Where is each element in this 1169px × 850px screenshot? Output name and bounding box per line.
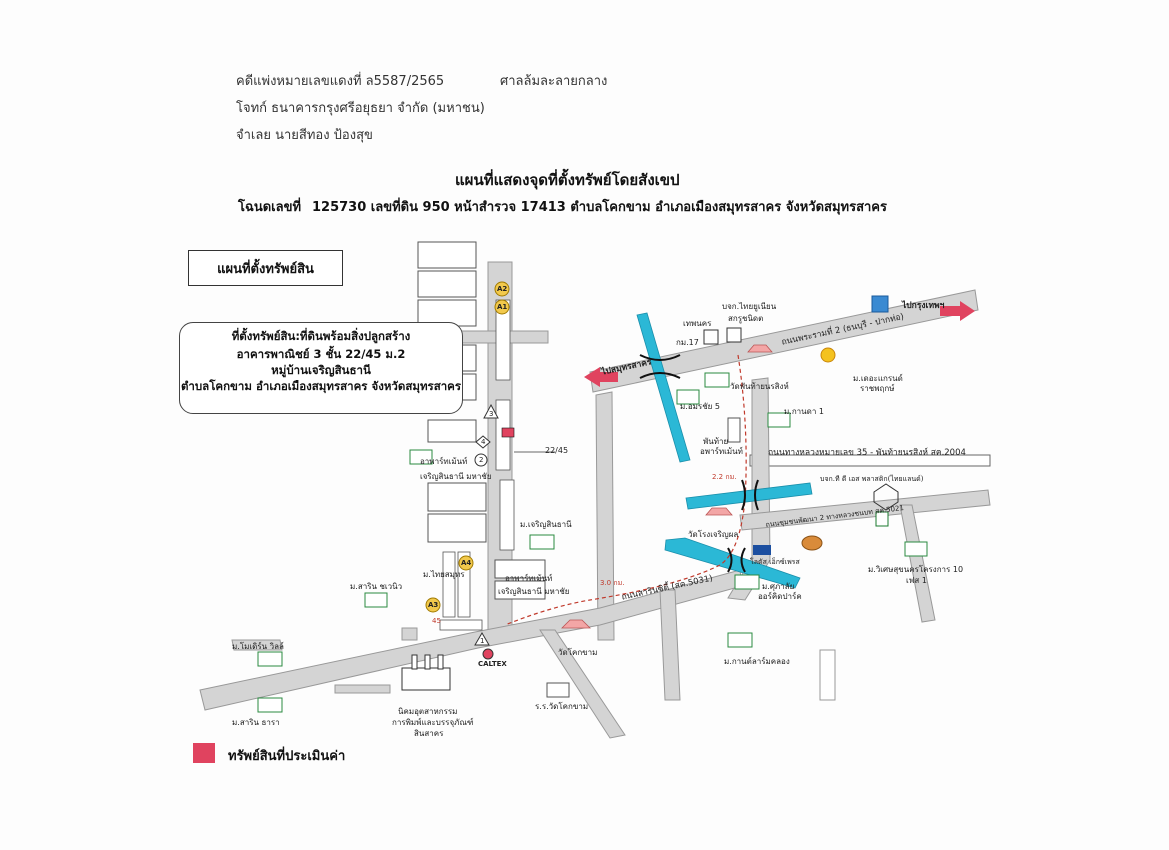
label-m-grand-2: ราชพฤกษ์ [860,384,895,393]
label-apartment-1b: เจริญสินธานี มหาชัย [420,472,492,481]
label-m-supalai: ม.ศุภาลัย [762,582,795,591]
lotus-icon [753,545,771,555]
marker-num-3: 3 [489,410,494,418]
ptt-icon [873,483,899,511]
label-school: ร.ร.วัดโคกขาม [535,702,589,711]
legend-swatch [193,743,215,763]
label-apartment-2: อาพาร์ทเม้นท์ [505,574,553,583]
factory-icon [401,654,451,691]
marker-num-4: 4 [481,438,486,446]
map-box-title: แผนที่ตั้งทรัพย์สิน [188,250,343,286]
label-lotus: โลตัส เอ็กซ์เพรส [750,558,800,566]
defendant: จำเลย นายสีทอง ป้องสุข [236,128,373,143]
label-company-pt: บจก.ที ดี เอส พลาสติก(ไทยแลนด์) [820,475,924,483]
marker-a3: A3 [428,601,439,609]
marker-a2: A2 [497,285,508,293]
distance-2: 3.0 กม. [600,579,625,587]
route-line [504,354,747,626]
location-line-3: หมู่บ้านเจริญสินธานี [271,363,371,377]
house-icons [257,372,928,713]
label-m-kanda: ม.กานดา 1 [784,407,824,416]
label-m-wiset-2: เฟส 1 [906,576,927,585]
building-icon [727,417,741,443]
property-highlight [501,427,515,438]
location-line-1: ที่ตั้งทรัพย์สิน:ที่ดินพร้อมสิ่งปลูกสร้า… [231,329,411,343]
temple-icons [561,344,773,629]
label-wat-charoen: วัดโรงเจริญผล [688,530,739,539]
location-description-box: ที่ตั้งทรัพย์สิน:ที่ดินพร้อมสิ่งปลูกสร้า… [179,322,463,414]
label-m-sarin-chanvi: ม.สาริน ชเวนิว [350,582,403,591]
label-m-modern: ม.โมเดิร์น วิลล์ [232,642,284,651]
distance-1: 2.2 กม. [712,473,737,481]
map-title: แผนที่แสดงจุดที่ตั้งทรัพย์โดยสังเขป [455,171,680,189]
label-m-kanlarom: ม.กานต์ลาร์มคลอง [724,657,790,666]
court-name: ศาลล้มละลายกลาง [500,74,608,89]
label-m-supalai-2: ออร์คิดปาร์ค [758,592,802,601]
label-m-sarin-thara: ม.สาริน ธารา [232,718,280,727]
bridges [639,354,759,573]
marker-num-2: 2 [479,456,484,464]
to-bangkok-label: ไปกรุงเทพฯ [902,301,945,311]
label-caltex: CALTEX [478,660,507,668]
lot-blocks [417,241,546,600]
wat-sign-icon [871,295,889,313]
location-line-2: อาคารพาณิชย์ 3 ชั้น 22/45 ม.2 [236,347,406,361]
label-tesco: เทพนคร [683,319,712,328]
label-no45: 45 [432,617,441,625]
label-apartment-2b: เจริญสินธานี มหาชัย [498,587,570,596]
label-industrial: นิคมอุตสาหกรรม [398,707,458,716]
plaintiff: โจทก์ ธนาคารกรุงศรีอยุธยา จำกัด (มหาชน) [236,101,485,116]
label-m-grand: ม.เดอะแกรนด์ [853,374,903,383]
small-buildings [703,327,742,345]
label-house-no: 22/45 [545,446,569,455]
a-markers [425,281,510,613]
label-thai-yuenian-2: สกรูชนิดต [728,314,764,323]
label-industrial-2: การพิมพ์และบรรจุภัณฑ์ [392,718,474,727]
label-phanthai-market-2: อพาร์ทเม้นท์ [700,447,743,456]
marker-num-1: 1 [480,637,485,645]
direction-arrows [584,301,975,387]
caltex-icon [482,648,494,660]
label-industrial-3: สินสาคร [414,729,444,738]
case-number: คดีแพ่งหมายเลขแดงที่ ล5587/2565 [236,74,445,89]
label-m-charoensin: ม.เจริญสินธานี [520,520,572,529]
label-m-amornchai: ม.อมรชัย 5 [680,402,720,411]
label-wat-khokkham: วัดโคกขาม [558,648,598,657]
label-phanthai-market: พันท้าย [703,437,729,446]
marker-a1: A1 [497,303,508,311]
canals [636,312,813,589]
label-apartment-1: อาพาร์ทเม้นท์ [420,457,468,466]
label-km17: กม.17 [676,338,699,347]
road-hwy35-label: ถนนทางหลวงหมายเลข 35 - พันท้ายนรสิงห์ สค… [768,448,966,458]
school-icon [546,682,570,698]
label-m-wiset: ม.วิเศษสุขนครโครงการ 10 [868,565,964,574]
location-line-4: ตำบลโคกขาม อำเภอเมืองสมุทรสาคร จังหวัดสม… [180,379,462,393]
shell-icon [820,347,836,363]
number-markers [474,403,499,646]
legend-label: ทรัพย์สินที่ประเมินค่า [228,749,346,764]
label-m-thaiaroon: ม.ไทยสมุทร [423,570,465,579]
seven-eleven-icon [875,511,889,527]
label-thai-yuenian: บจก.ไทยยูเนียน [722,302,777,311]
fruit-basket-icon [801,535,823,551]
marker-a4: A4 [461,559,472,567]
label-wat-phanthai: วัดพันท้ายนรสิงห์ [730,382,789,391]
deed-label: โฉนดเลขที่ [238,200,302,215]
deed-details: 125730 เลขที่ดิน 950 หน้าสำรวจ 17413 ตำบ… [312,200,887,215]
